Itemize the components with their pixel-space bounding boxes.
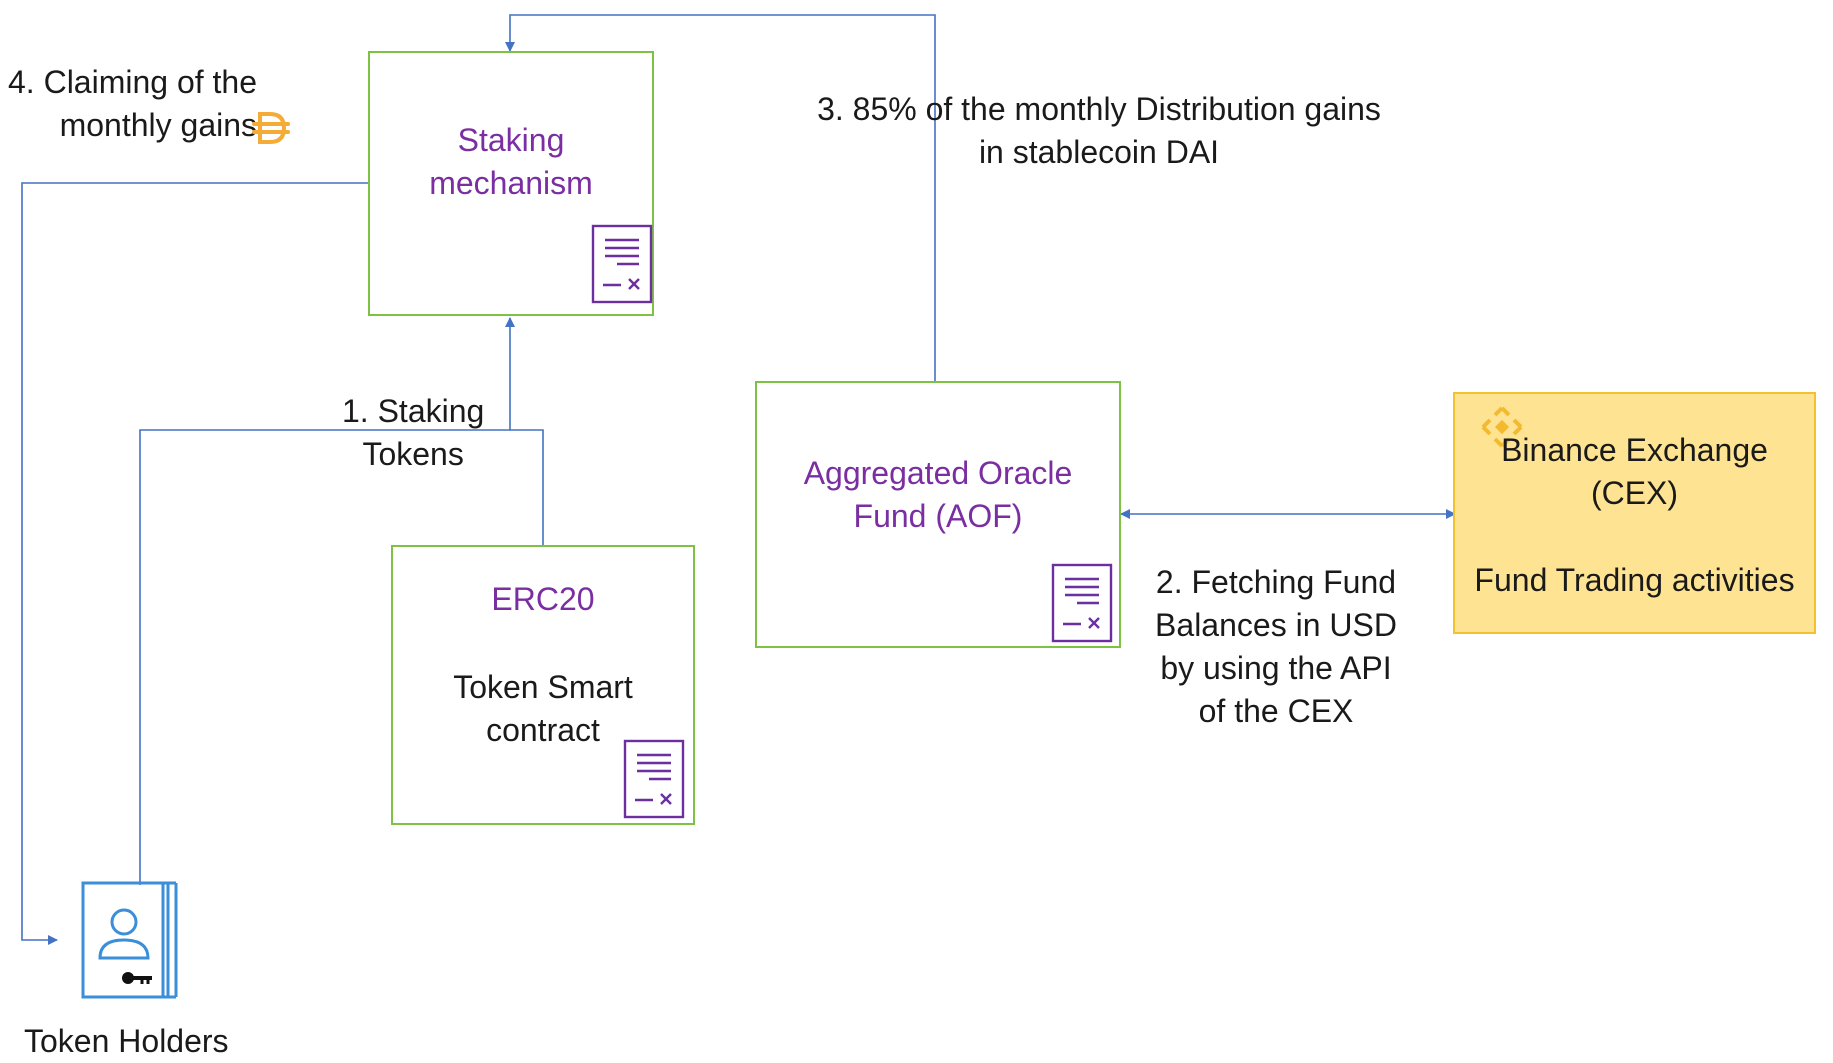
dai-coin-icon <box>252 112 290 144</box>
contract-document-icon <box>591 224 653 304</box>
edge-staking-tokens <box>505 317 544 545</box>
binance-title: Binance Exchange (CEX) <box>1501 432 1768 511</box>
aof-title: Aggregated Oracle Fund (AOF) <box>803 455 1073 534</box>
contract-document-icon <box>623 739 685 819</box>
edge-label-claim-gains: 4. Claiming of the monthly gains <box>8 64 258 143</box>
contract-document-icon <box>1051 563 1113 643</box>
edge-holders-to-staking <box>139 429 510 885</box>
token-holder-user-key-icon[interactable] <box>80 880 182 1001</box>
erc20-token-contract-node[interactable]: ERC20 Token Smart contract <box>391 545 695 825</box>
edge-label-fetch-balances: 2. Fetching Fund Balances in USD by usin… <box>1155 564 1397 729</box>
token-holders-label: Token Holders <box>24 1023 229 1059</box>
erc20-body: Token Smart contract <box>453 669 633 748</box>
edge-claim-gains <box>21 182 368 945</box>
binance-exchange-node[interactable]: Binance Exchange (CEX) Fund Trading acti… <box>1453 392 1816 634</box>
erc20-title: ERC20 <box>491 581 595 617</box>
edge-label-distribution-gains: 3. 85% of the monthly Distribution gains… <box>817 91 1381 170</box>
staking-mechanism-node[interactable]: Staking mechanism <box>368 51 654 316</box>
edge-distribution-gains <box>505 14 936 381</box>
binance-activity: Fund Trading activities <box>1474 562 1795 598</box>
binance-logo-icon <box>1481 406 1523 448</box>
aggregated-oracle-fund-node[interactable]: Aggregated Oracle Fund (AOF) <box>755 381 1121 648</box>
staking-mechanism-title: Staking mechanism <box>429 122 593 201</box>
edge-label-staking-tokens: 1. Staking Tokens <box>342 393 485 472</box>
